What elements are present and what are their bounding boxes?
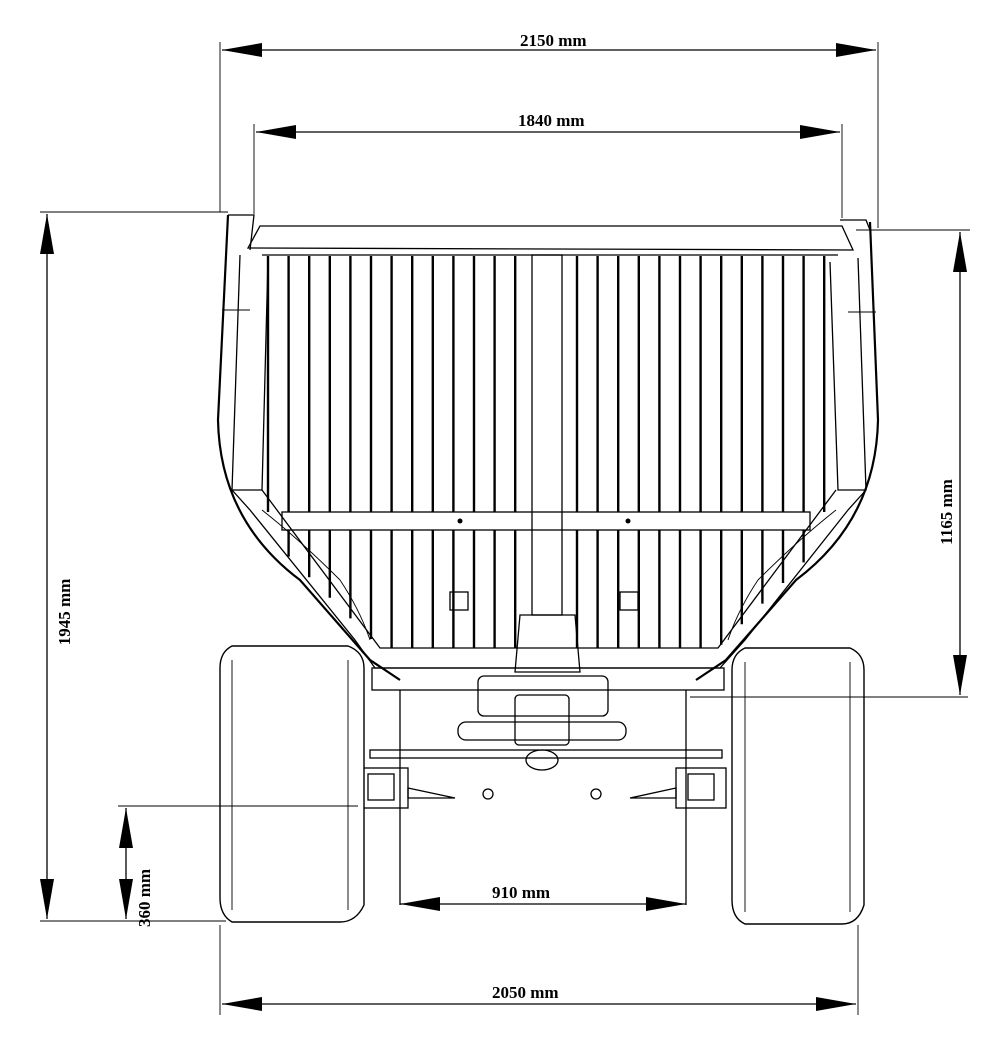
hopper-body	[216, 214, 880, 691]
right-wheel	[731, 647, 865, 925]
ground-clearance-label: 360 mm	[135, 869, 154, 927]
dimension-overall-height: 1945 mm	[40, 211, 228, 922]
dimension-hopper-height: 1165 mm	[690, 229, 970, 698]
hopper-slats	[266, 256, 826, 648]
outer-track-label: 2050 mm	[492, 983, 559, 1002]
dimension-hopper-width: 1840 mm	[253, 111, 843, 218]
overall-height-label: 1945 mm	[55, 579, 74, 646]
dimension-outer-track: 2050 mm	[219, 925, 859, 1015]
inner-track-label: 910 mm	[492, 883, 550, 902]
hopper-height-label: 1165 mm	[937, 479, 956, 545]
dimension-inner-track: 910 mm	[400, 883, 686, 911]
overall-width-label: 2150 mm	[520, 31, 587, 50]
dimension-overall-width: 2150 mm	[219, 31, 879, 228]
hitch-assembly	[357, 591, 727, 905]
hopper-width-label: 1840 mm	[518, 111, 585, 130]
dimension-ground-clearance: 360 mm	[118, 805, 358, 927]
left-wheel	[219, 645, 365, 923]
